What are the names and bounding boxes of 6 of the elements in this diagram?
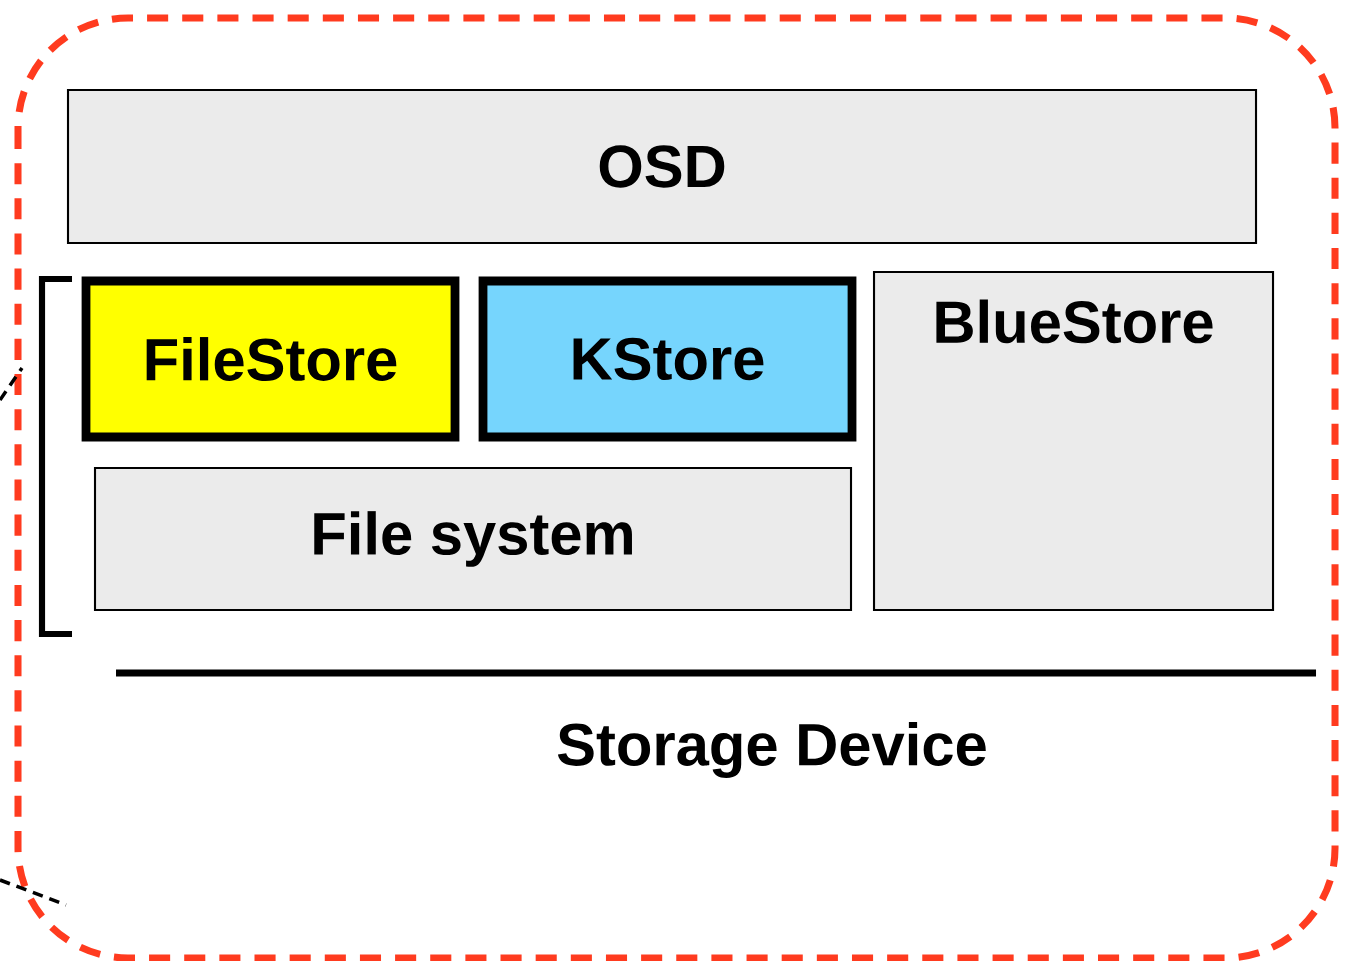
store-box: BlueStore — [872, 270, 1275, 612]
store-box: FileStore — [81, 276, 460, 442]
store-box: KStore — [478, 276, 857, 442]
layer-box: OSD — [66, 88, 1258, 245]
layer-box: File system — [93, 466, 853, 612]
device-label: Storage Device — [557, 722, 986, 778]
